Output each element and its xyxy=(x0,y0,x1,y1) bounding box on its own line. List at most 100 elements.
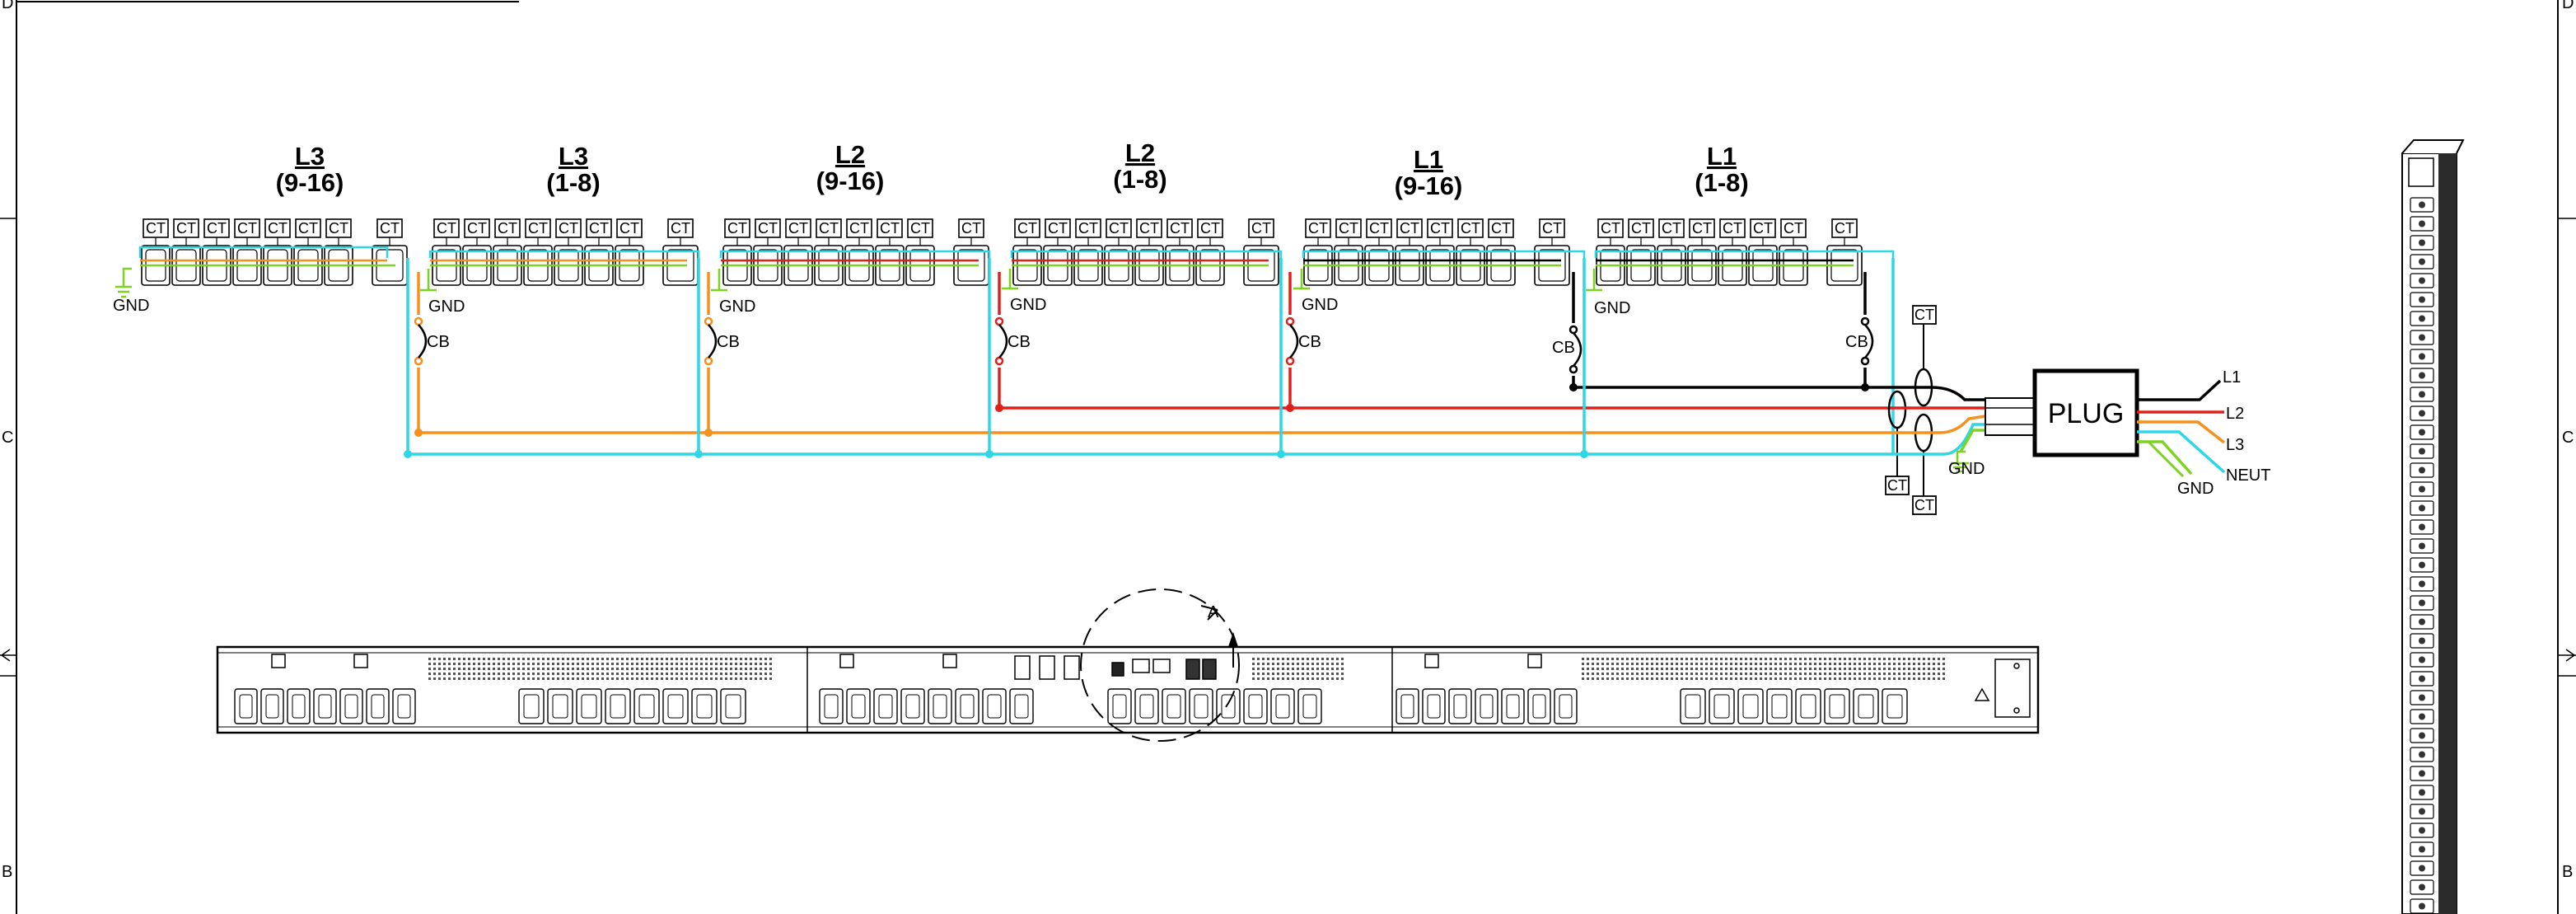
bank-line-label: L2 xyxy=(835,140,865,169)
pdu-side-view xyxy=(2401,139,2465,914)
front-outlet xyxy=(1554,688,1578,724)
ct-box: CT xyxy=(1831,218,1858,246)
front-outlet xyxy=(1297,688,1322,724)
input-gnd-label: GND xyxy=(1948,460,1985,478)
side-outlet xyxy=(2410,898,2434,914)
front-outlets xyxy=(234,688,1908,724)
ct-box: CT xyxy=(1248,218,1274,246)
ct-label: CT xyxy=(176,220,196,237)
front-outlet xyxy=(1680,688,1706,724)
ct-box: CT xyxy=(464,218,490,246)
gnd-label: GND xyxy=(1594,299,1630,317)
ct-box: CT xyxy=(173,218,199,246)
ct-label: CT xyxy=(1017,220,1037,237)
front-outlet xyxy=(1853,688,1879,724)
ct-box: CT xyxy=(1689,218,1715,246)
ct-label: CT xyxy=(1662,220,1681,237)
side-outlet xyxy=(2410,671,2434,687)
side-outlet xyxy=(2410,860,2434,876)
zone-letter-c-right: C xyxy=(2562,429,2574,447)
ct-box: CT xyxy=(1457,218,1484,246)
side-outlet xyxy=(2410,823,2434,838)
front-outlet xyxy=(576,688,602,724)
ct-box: CT xyxy=(1750,218,1776,246)
ct-box: CT xyxy=(325,218,352,246)
ct-label: CT xyxy=(467,220,487,237)
front-outlet xyxy=(260,688,284,724)
front-vents xyxy=(428,658,1945,680)
ct-label: CT xyxy=(1753,220,1773,237)
ct-box: CT xyxy=(555,218,582,246)
front-outlet xyxy=(1737,688,1764,724)
bank-line-label: L2 xyxy=(1125,138,1155,167)
front-outlet xyxy=(313,688,337,724)
ct-label: CT xyxy=(1078,220,1098,237)
front-outlet xyxy=(1448,688,1472,724)
cb-label: CB xyxy=(427,333,450,351)
front-outlet xyxy=(1162,688,1186,724)
ct-label: CT xyxy=(298,220,318,237)
ct-label: CT xyxy=(1251,220,1271,237)
bank-title-4: L2(1-8) xyxy=(1113,138,1166,194)
bank-range-label: (1-8) xyxy=(1113,165,1166,194)
ct-box: CT xyxy=(1305,218,1331,246)
ct-box: CT xyxy=(264,218,291,246)
ct-label: CT xyxy=(1723,220,1742,237)
ct-box: CT xyxy=(1780,218,1807,246)
side-outlet xyxy=(2410,254,2434,270)
ct-box: CT xyxy=(586,218,612,246)
side-outlet xyxy=(2410,424,2434,440)
bank-range-label: (9-16) xyxy=(816,166,885,195)
ct-label: CT xyxy=(437,220,456,237)
ct-box: CT xyxy=(494,218,521,246)
cb-label: CB xyxy=(1552,339,1575,357)
ct-box: CT xyxy=(1197,218,1223,246)
front-outlet xyxy=(1501,688,1525,724)
plug-label: PLUG xyxy=(2048,398,2125,429)
side-outlet xyxy=(2410,368,2434,383)
plug-lead-l2-label: L2 xyxy=(2226,405,2244,423)
side-outlet xyxy=(2410,235,2434,251)
zone-letter-c-left: C xyxy=(2,429,13,447)
ct-box: CT xyxy=(1166,218,1193,246)
ct-label: CT xyxy=(268,220,288,237)
ct-box: CT xyxy=(203,218,230,246)
ct-label: CT xyxy=(1170,220,1190,237)
front-outlet xyxy=(1009,688,1034,724)
ct-box: CT xyxy=(1075,218,1101,246)
bank-title-6: L1(1-8) xyxy=(1695,142,1748,197)
side-outlet xyxy=(2410,349,2434,364)
circuit-breaker-1: CB xyxy=(412,315,450,368)
bank-title-1: L3(9-16) xyxy=(276,142,344,197)
ct-label: CT xyxy=(1692,220,1712,237)
side-outlet xyxy=(2410,311,2434,326)
ct-label: CT xyxy=(961,220,981,237)
front-outlet xyxy=(1422,688,1446,724)
front-outlet xyxy=(1709,688,1735,724)
ct-label: CT xyxy=(528,220,548,237)
ground-symbol-4: GND xyxy=(1002,269,1046,314)
ground-symbol-3: GND xyxy=(711,269,755,316)
front-outlet xyxy=(366,688,390,724)
plug-lead-l3-label: L3 xyxy=(2226,436,2244,454)
side-outlet xyxy=(2410,405,2434,421)
bank-title-2: L3(1-8) xyxy=(546,142,600,197)
ct-label: CT xyxy=(1339,220,1358,237)
ct-label: CT xyxy=(1914,497,1934,513)
input-feed xyxy=(1887,323,2226,496)
front-outlet xyxy=(955,688,979,724)
ct-label: CT xyxy=(1491,220,1511,237)
gnd-label: GND xyxy=(1010,296,1046,314)
front-outlet xyxy=(691,688,718,724)
bank-title-3: L2(9-16) xyxy=(816,140,885,195)
ct-box: CT xyxy=(1014,218,1040,246)
circuit-breaker-6: CB xyxy=(1845,315,1874,368)
ct-box: CT xyxy=(846,218,872,246)
front-outlet xyxy=(1824,688,1850,724)
ct-box: CT xyxy=(1427,218,1453,246)
front-outlet xyxy=(287,688,311,724)
side-outlet xyxy=(2410,557,2434,573)
